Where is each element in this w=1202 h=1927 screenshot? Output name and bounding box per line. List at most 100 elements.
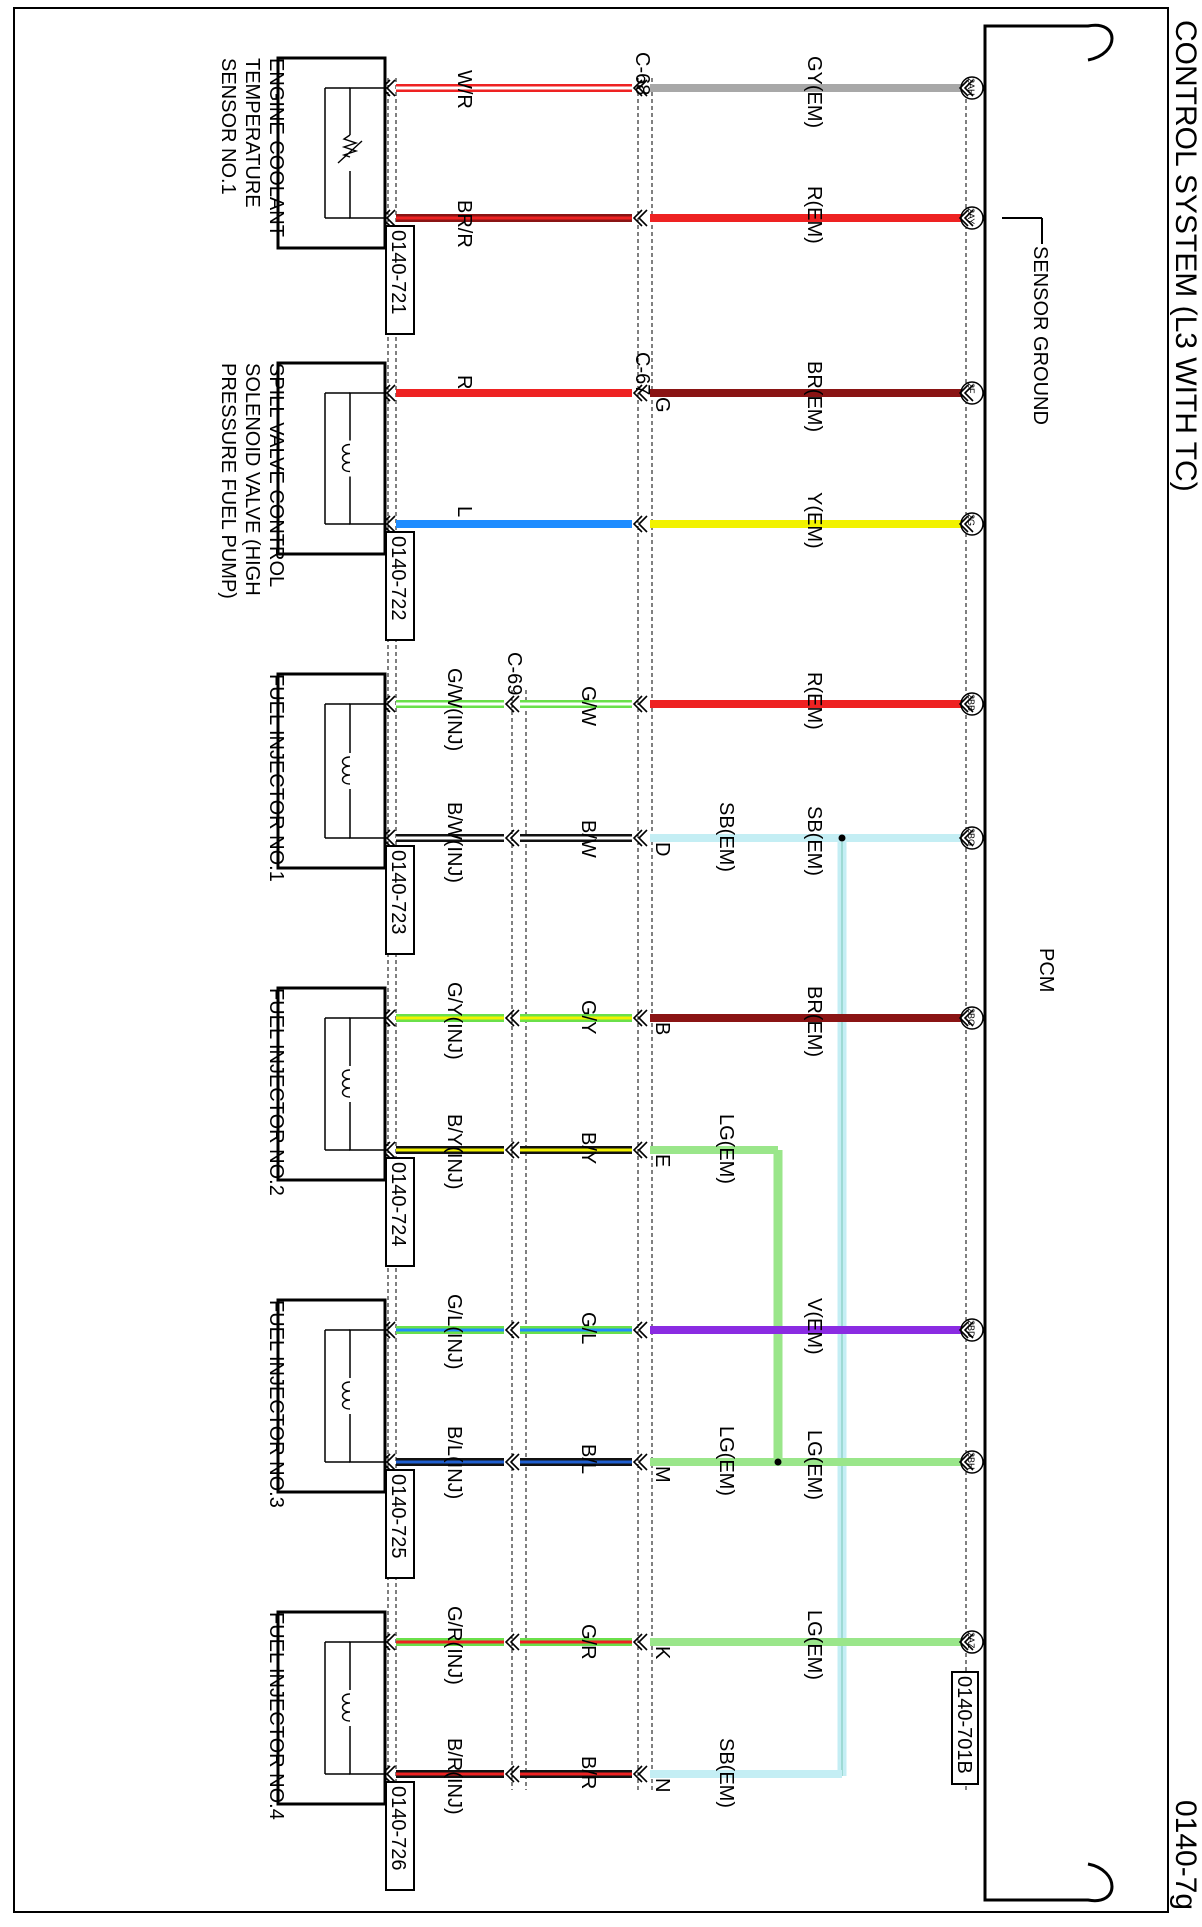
page-code: 0140-7g (1169, 1800, 1202, 1910)
pin-label-11: 2AZ (966, 1632, 976, 1649)
c-chevron-8 (632, 1141, 643, 1159)
c-chevron-10-2 (637, 1453, 648, 1471)
component-code-3: 0140-723 (387, 850, 409, 935)
c69-chevron-6 (504, 829, 515, 847)
c-chevron-9 (632, 1321, 643, 1339)
c-chevron-9-2 (637, 1321, 648, 1339)
c-pin-label-8: E (651, 1154, 673, 1167)
pin-label-1: 2AH (966, 78, 976, 96)
pcm-chevron-9 (958, 1321, 969, 1339)
c-chevron-4-2 (637, 515, 648, 533)
junction-dot-sb (838, 834, 846, 842)
pcm-wire-label-11: LG(EM) (803, 1610, 825, 1680)
mid-wire-label-11: G/R (577, 1624, 599, 1660)
sensor-ground-label: SENSOR GROUND (1029, 246, 1051, 425)
coil-icon-2 (341, 443, 351, 473)
comp-chevron-10-2 (385, 1453, 396, 1471)
pcm-chevron-10 (958, 1453, 969, 1471)
comp-chevron-4-2 (385, 515, 396, 533)
mid-wire-label-7: G/Y (577, 1000, 599, 1034)
c-chevron-3-2 (637, 384, 648, 402)
c-chevron-7 (632, 1009, 643, 1027)
component-code-box-2 (385, 531, 415, 641)
comp-chevron-1-2 (385, 79, 396, 97)
coil-icon-4 (341, 1069, 351, 1098)
mid-wire-label-10: B/L (577, 1444, 599, 1474)
c-chevron-11-2 (637, 1633, 648, 1651)
comp-chevron-9-2 (385, 1321, 396, 1339)
mid-wire-label-9: G/L (577, 1312, 599, 1344)
c-chevron-6-2 (637, 829, 648, 847)
pcm-wire-label-3: BR(EM) (803, 361, 825, 432)
c-pin-label-10: M (651, 1466, 673, 1483)
pcm-wire-label-7: BR(EM) (803, 986, 825, 1057)
mid-wire-label-6: B/W (577, 820, 599, 858)
pcm-chevron-5 (958, 695, 969, 713)
c69-chevron-8-2 (509, 1141, 520, 1159)
component-box-4 (276, 986, 387, 1182)
pin-label-3: 2F (966, 383, 976, 394)
c-chevron-2-2 (637, 209, 648, 227)
c69-chevron-12 (504, 1765, 515, 1783)
inner-wire-label-12: SB(EM) (715, 1738, 737, 1808)
comp-chevron-12-2 (385, 1765, 396, 1783)
page-title: CONTROL SYSTEM (L3 WITH TC) (1169, 20, 1202, 492)
component-name-1-line-1: ENGINE COOLANT (265, 58, 287, 237)
junction-dot-lg (774, 1458, 782, 1466)
coil-icon-3 (341, 756, 351, 785)
component-code-6: 0140-726 (387, 1786, 409, 1871)
c69-chevron-10 (504, 1453, 515, 1471)
component-code-5: 0140-725 (387, 1474, 409, 1559)
inj-wire-label-12: B/R(INJ) (443, 1738, 465, 1815)
component-code-4: 0140-724 (387, 1162, 409, 1247)
c69-chevron-9 (504, 1321, 515, 1339)
pcm-wire-label-10: LG(EM) (803, 1430, 825, 1500)
c69-chevron-11-2 (509, 1633, 520, 1651)
component-code-box-1 (385, 225, 415, 335)
inj-wire-label-8: B/Y(INJ) (443, 1114, 465, 1190)
c69-chevron-7 (504, 1009, 515, 1027)
wire-row-8: LG(EM)EB/YB/Y(INJ) (380, 1114, 778, 1190)
connector-c67-label: C-67 (631, 352, 653, 395)
pcm-chevron-11-2 (963, 1633, 974, 1651)
c-chevron-1 (632, 79, 643, 97)
c-chevron-5 (632, 695, 643, 713)
c-chevron-5-2 (637, 695, 648, 713)
component-box-1 (276, 56, 387, 250)
pcm-chevron-3 (958, 384, 969, 402)
c-pin-label-6: D (651, 842, 673, 856)
coil-icon-5 (341, 1381, 351, 1410)
pin-label-2: 2AY (966, 208, 976, 224)
pcm-chevron-7-2 (963, 1009, 974, 1027)
component-name-3-line-1: FUEL INJECTOR NO.1 (265, 674, 287, 882)
comp-chevron-3-2 (385, 384, 396, 402)
pcm-chevron-10-2 (963, 1453, 974, 1471)
inner-wire-label-6: SB(EM) (715, 802, 737, 872)
component-name-4-line-1: FUEL INJECTOR NO.2 (265, 988, 287, 1196)
component-5: FUEL INJECTOR NO.3 0140-725 (265, 1298, 415, 1579)
pin-label-9: 2BD (966, 1320, 976, 1338)
pcm-chevron-11 (958, 1633, 969, 1651)
c-chevron-8-2 (637, 1141, 648, 1159)
c69-chevron-11 (504, 1633, 515, 1651)
pcm-chevron-2-2 (963, 209, 974, 227)
component-code-1: 0140-721 (387, 230, 409, 315)
component-box-5 (276, 1298, 387, 1494)
comp-chevron-8-2 (385, 1141, 396, 1159)
c-chevron-12-2 (637, 1765, 648, 1783)
pcm-wire-label-2: R(EM) (803, 186, 825, 244)
c69-chevron-10-2 (509, 1453, 520, 1471)
component-name-5-line-1: FUEL INJECTOR NO.3 (265, 1300, 287, 1508)
component-name-2-line-1: SPILL VALVE CONTROL (265, 363, 287, 587)
pcm-chevron-6 (958, 829, 969, 847)
pcm-wire-label-9: V(EM) (803, 1298, 825, 1355)
pcm-chevron-1 (958, 79, 969, 97)
inj-wire-label-7: G/Y(INJ) (443, 982, 465, 1060)
